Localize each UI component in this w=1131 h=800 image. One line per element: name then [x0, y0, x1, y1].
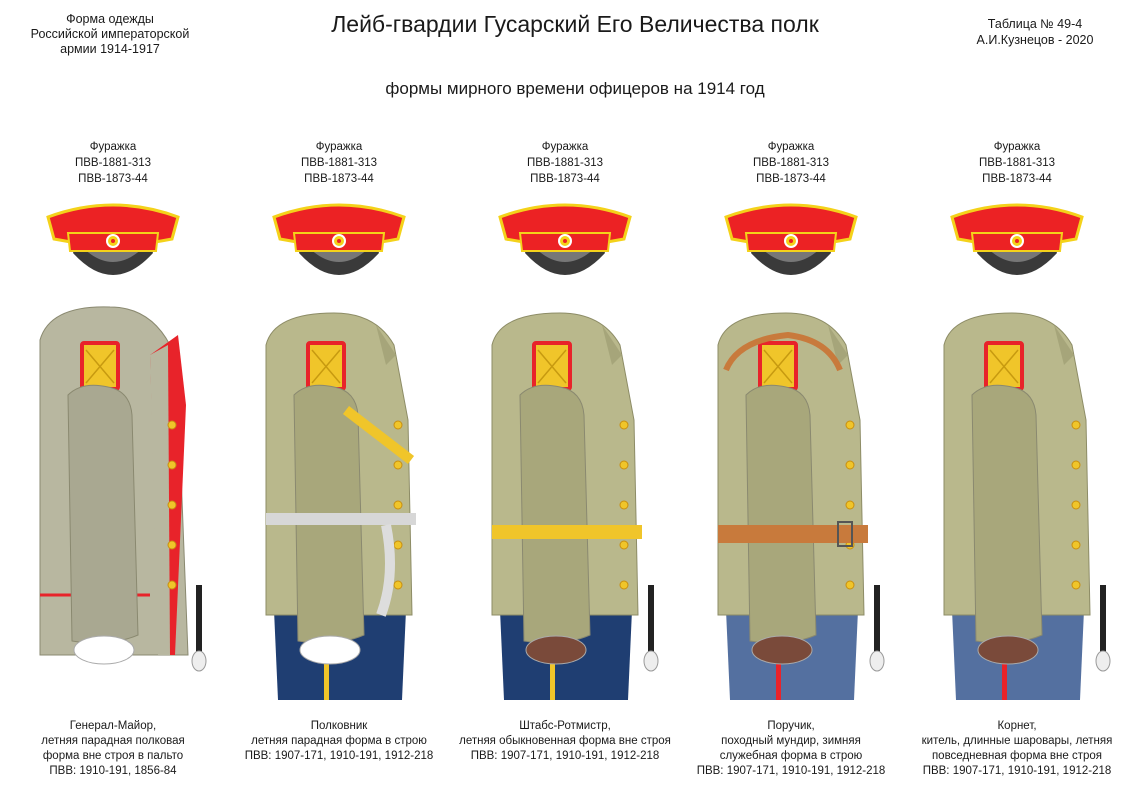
caption-line: китель, длинные шаровары, летняя [921, 735, 1113, 747]
peaked-cap-icon [950, 203, 1084, 275]
peaked-cap-icon [272, 203, 406, 275]
peaked-cap-icon [498, 203, 632, 275]
cap-label-line: ПВВ-1873-44 [530, 173, 600, 185]
figure-caption: Штабс-Ротмистр, летняя обыкновенная форм… [446, 719, 684, 764]
header-left-line: Российской императорской [30, 27, 190, 41]
cap-label-line: ПВВ-1881-313 [74, 157, 152, 169]
figure-column-staff-captain: Фуражка ПВВ-1881-313 ПВВ-1873-44 Штабс-Р… [452, 0, 678, 800]
cap-label: Фуражка ПВВ-1881-313 ПВВ-1873-44 [904, 139, 1130, 187]
cap-label-line: ПВВ-1873-44 [78, 173, 148, 185]
caption-line: Штабс-Ротмистр, [519, 720, 611, 732]
header-left-line: Форма одежды [66, 12, 154, 26]
header-right-line: А.И.Кузнецов - 2020 [976, 33, 1094, 47]
cap-label-line: ПВВ-1881-313 [978, 157, 1056, 169]
cap-label: Фуражка ПВВ-1881-313 ПВВ-1873-44 [226, 139, 452, 187]
cap-label-line: ПВВ-1881-313 [526, 157, 604, 169]
caption-line: летняя обыкновенная форма вне строя [459, 735, 671, 747]
figure-caption: Генерал-Майор, летняя парадная полковая … [0, 719, 232, 779]
caption-line: служебная форма в строю [719, 750, 863, 762]
cap-label-line: ПВВ-1881-313 [300, 157, 378, 169]
cap-label-line: ПВВ-1873-44 [756, 173, 826, 185]
cap-label: Фуражка ПВВ-1881-313 ПВВ-1873-44 [678, 139, 904, 187]
caption-line: форма вне строя в пальто [42, 750, 184, 762]
header-right-line: Таблица № 49-4 [987, 17, 1083, 31]
cap-label-line: Фуражка [767, 141, 815, 153]
header-table-label: Таблица № 49-4 А.И.Кузнецов - 2020 [950, 16, 1120, 48]
caption-line: ПВВ: 1907-171, 1910-191, 1912-218 [922, 765, 1112, 777]
peaked-cap-icon [46, 203, 180, 275]
figure-caption: Полковник летняя парадная форма в строю … [220, 719, 458, 764]
header-series-label: Форма одежды Российской императорской ар… [10, 12, 210, 57]
figure-caption: Корнет, китель, длинные шаровары, летняя… [898, 719, 1131, 779]
figure-caption: Поручик, походный мундир, зимняя служебн… [672, 719, 910, 779]
peaked-cap-icon [724, 203, 858, 275]
cap-label: Фуражка ПВВ-1881-313 ПВВ-1873-44 [0, 139, 226, 187]
caption-line: летняя парадная полковая [41, 735, 185, 747]
header-left-line: армии 1914-1917 [60, 42, 160, 56]
cap-label-line: ПВВ-1881-313 [752, 157, 830, 169]
cap-label-line: ПВВ-1873-44 [304, 173, 374, 185]
caption-line: ПВВ: 1910-191, 1856-84 [49, 765, 177, 777]
cap-label-line: Фуражка [89, 141, 137, 153]
page-subtitle: формы мирного времени офицеров на 1914 г… [385, 79, 765, 98]
cap-label: Фуражка ПВВ-1881-313 ПВВ-1873-44 [452, 139, 678, 187]
caption-line: Поручик, [767, 720, 815, 732]
caption-line: ПВВ: 1907-171, 1910-191, 1912-218 [244, 750, 434, 762]
caption-line: походный мундир, зимняя [721, 735, 861, 747]
uniform-figure [226, 195, 452, 700]
cap-label-line: ПВВ-1873-44 [982, 173, 1052, 185]
figure-column-general: Фуражка ПВВ-1881-313 ПВВ-1873-44 Генерал… [0, 0, 226, 800]
uniform-figure [0, 195, 226, 700]
caption-line: Генерал-Майор, [69, 720, 157, 732]
uniform-figure [452, 195, 678, 700]
caption-line: Полковник [310, 720, 368, 732]
cap-label-line: Фуражка [993, 141, 1041, 153]
uniform-figure [678, 195, 904, 700]
caption-line: ПВВ: 1907-171, 1910-191, 1912-218 [696, 765, 886, 777]
caption-line: летняя парадная форма в строю [251, 735, 427, 747]
figure-column-lieutenant: Фуражка ПВВ-1881-313 ПВВ-1873-44 Поручик… [678, 0, 904, 800]
figure-column-colonel: Фуражка ПВВ-1881-313 ПВВ-1873-44 Полковн… [226, 0, 452, 800]
cap-label-line: Фуражка [541, 141, 589, 153]
caption-line: Корнет, [997, 720, 1037, 732]
page-title: Лейб-гвардии Гусарский Его Величества по… [331, 11, 819, 37]
figure-column-cornet: Фуражка ПВВ-1881-313 ПВВ-1873-44 Корнет,… [904, 0, 1130, 800]
caption-line: повседневная форма вне строя [931, 750, 1103, 762]
uniform-figure [904, 195, 1130, 700]
cap-label-line: Фуражка [315, 141, 363, 153]
caption-line: ПВВ: 1907-171, 1910-191, 1912-218 [470, 750, 660, 762]
